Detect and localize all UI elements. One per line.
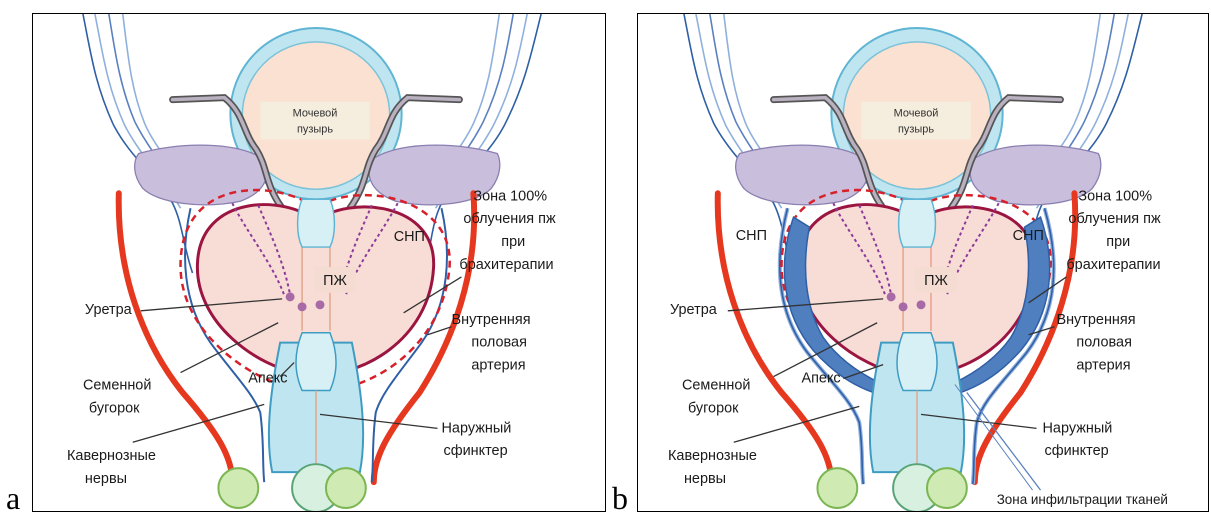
nvb-left-label: СНП — [736, 228, 767, 244]
urethra-sphincter-bottom — [296, 333, 336, 391]
zone-label-line3-b: при — [1106, 234, 1130, 250]
anatomy-diagram-b: Мочевой пузырь ПЖ СНП СНП Зона 100% облу… — [638, 14, 1208, 511]
seminal-colliculus-dot-2 — [298, 302, 307, 311]
panel-b: Мочевой пузырь ПЖ СНП СНП Зона 100% облу… — [637, 13, 1209, 512]
bladder-label-line1: Мочевой — [293, 108, 338, 120]
ball-right — [326, 468, 366, 508]
prostate-label-b: ПЖ — [924, 273, 948, 289]
seminal-colliculus-dot-1-b — [887, 292, 896, 301]
apex-label-b: Апекс — [801, 371, 840, 387]
urethra-sphincter-bottom-b — [897, 333, 937, 391]
seminal-label-line2: бугорок — [89, 400, 140, 416]
sphincter-label-line2: сфинктер — [443, 443, 507, 459]
cavernous-label-line1-b: Кавернозные — [668, 448, 757, 464]
artery-label-line3-b: артерия — [1076, 358, 1130, 374]
ball-left — [218, 468, 258, 508]
seminal-label-line1: Семенной — [83, 377, 151, 393]
ball-right-b — [927, 468, 967, 508]
artery-label-line2: половая — [471, 335, 527, 351]
sphincter-label-line2-b: сфинктер — [1045, 443, 1109, 459]
seminal-colliculus-dot-2-b — [899, 302, 908, 311]
prostate-label: ПЖ — [323, 273, 347, 289]
seminal-colliculus-dot-3-b — [917, 300, 926, 309]
seminal-vesicle-left — [135, 145, 267, 205]
panel-a: Мочевой пузырь ПЖ СНП Зона 100% облучени… — [32, 13, 606, 512]
zone-label-line4-b: брахитерапии — [1066, 257, 1160, 273]
zone-label-line1: Зона 100% — [473, 188, 547, 204]
anatomy-diagram-a: Мочевой пузырь ПЖ СНП Зона 100% облучени… — [33, 14, 605, 511]
sphincter-label-line1: Наружный — [442, 420, 512, 436]
bladder-label-line2: пузырь — [297, 124, 333, 136]
seminal-colliculus-dot-1 — [286, 292, 295, 301]
urethra-sphincter-top-b — [899, 199, 936, 247]
sphincter-label-line1-b: Наружный — [1043, 420, 1113, 436]
infiltration-leader-line-2 — [955, 385, 1033, 491]
seminal-vesicle-left-b — [736, 145, 868, 205]
nerve-fibers-left — [83, 14, 201, 273]
cavernous-label-line2: нервы — [85, 471, 127, 487]
urethra-label-b: Уретра — [670, 302, 718, 318]
seminal-label-line2-b: бугорок — [688, 400, 739, 416]
panel-letter-b: b — [612, 480, 628, 517]
artery-label-line3: артерия — [471, 358, 525, 374]
panel-letter-a: a — [6, 480, 20, 517]
zone-label-line4: брахитерапии — [459, 257, 553, 273]
artery-label-line1-b: Внутренняя — [1056, 312, 1135, 328]
zone-label-line3: при — [501, 234, 525, 250]
nvb-right-label: СНП — [1013, 228, 1044, 244]
urethra-sphincter-top — [298, 199, 335, 247]
bladder-label-line1-b: Мочевой — [894, 108, 939, 120]
bladder-label-line2-b: пузырь — [898, 124, 934, 136]
artery-label-line1: Внутренняя — [451, 312, 530, 328]
nvb-label: СНП — [394, 229, 425, 245]
zone-label-line2: облучения пж — [463, 211, 556, 227]
apex-label: Апекс — [248, 371, 287, 387]
cavernous-label-line2-b: нервы — [684, 471, 726, 487]
artery-label-line2-b: половая — [1076, 335, 1132, 351]
cavernous-label-line1: Кавернозные — [67, 448, 156, 464]
infiltration-label: Зона инфильтрации тканей — [997, 492, 1168, 507]
zone-label-line2-b: облучения пж — [1068, 211, 1161, 227]
seminal-colliculus-dot-3 — [316, 300, 325, 309]
seminal-label-line1-b: Семенной — [682, 377, 750, 393]
zone-label-line1-b: Зона 100% — [1078, 188, 1152, 204]
ball-left-b — [817, 468, 857, 508]
urethra-label: Уретра — [85, 302, 133, 318]
